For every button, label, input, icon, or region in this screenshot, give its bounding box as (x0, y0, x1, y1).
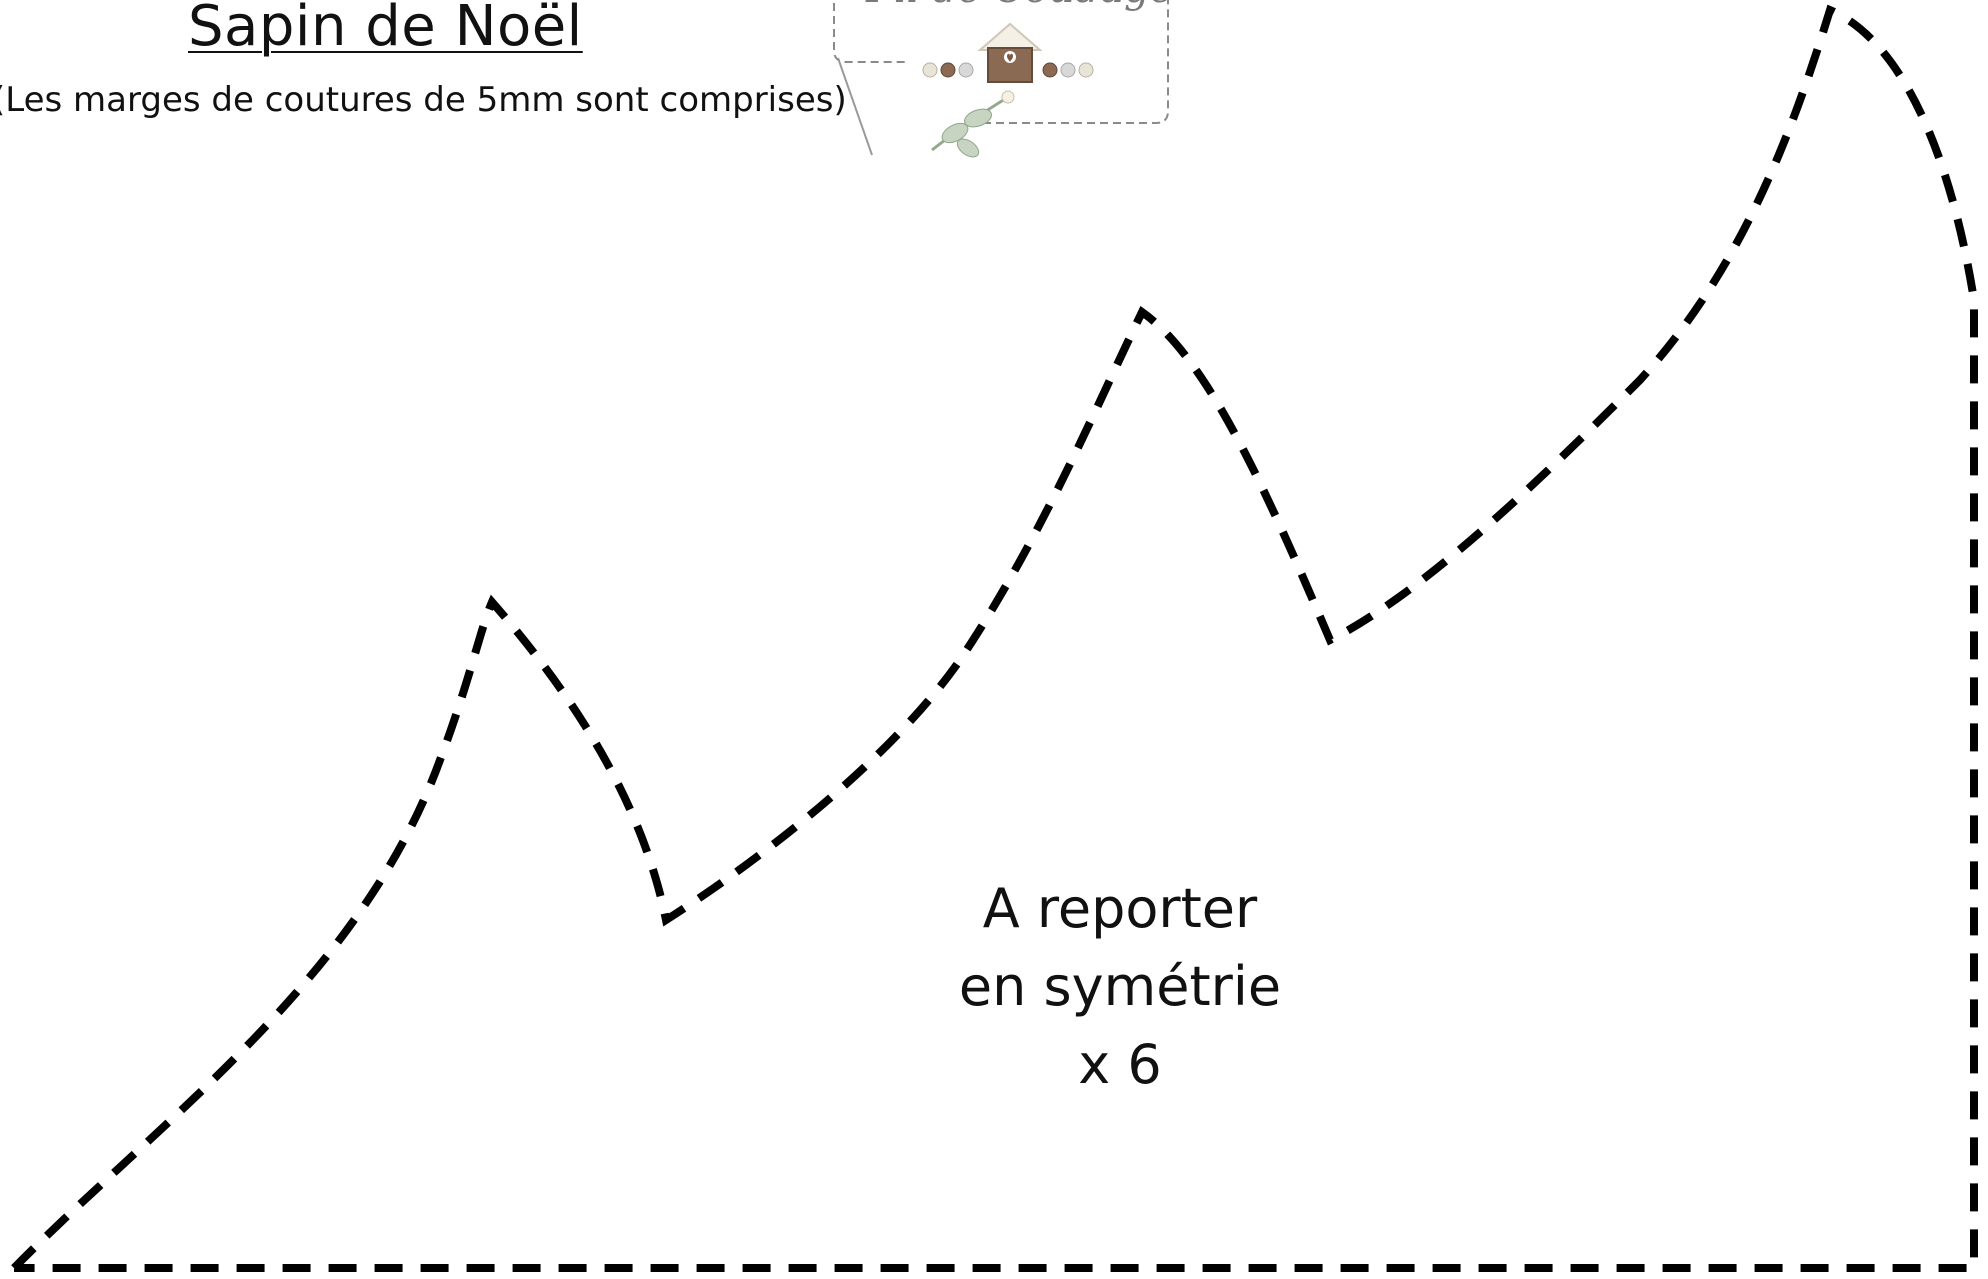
birdhouse-icon: Fil de Coudage (833, 0, 1173, 158)
svg-text:Fil de Coudage: Fil de Coudage (865, 0, 1173, 12)
symmetry-instruction: A reporter en symétrie x 6 (950, 870, 1290, 1104)
pattern-cut-line (11, 4, 1978, 1272)
note-line-2: en symétrie (958, 955, 1282, 1018)
page-title: Sapin de Noël (188, 0, 583, 59)
note-line-3: x 6 (1078, 1033, 1162, 1096)
brand-logo: Fil de Coudage (820, 0, 1180, 180)
seam-allowance-note: (Les marges de coutures de 5mm sont comp… (0, 80, 847, 120)
note-line-1: A reporter (982, 877, 1258, 940)
